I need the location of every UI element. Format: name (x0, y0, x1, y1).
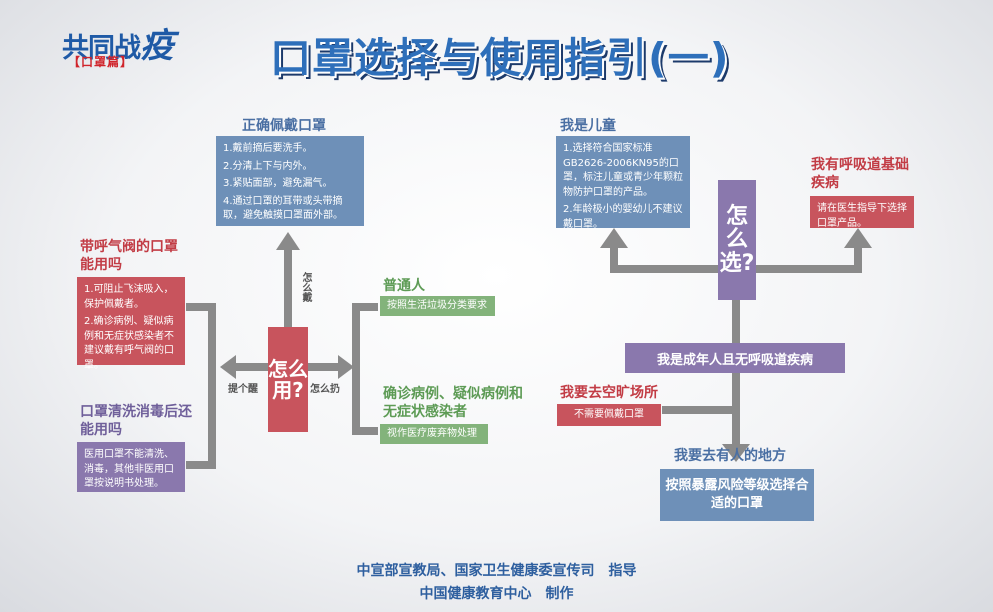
how-to-choose-hub: 怎么选? (718, 180, 756, 300)
logo-title: 共同战疫 (62, 18, 174, 67)
crowded-heading: 我要去有人的地方 (674, 448, 786, 464)
wear-item: 2.分清上下与内外。 (223, 160, 313, 172)
open-area-text: 不需要佩戴口罩 (574, 409, 644, 420)
footer-guidance: 中宣部宣教局、国家卫生健康委宣传司 指导 (356, 563, 637, 579)
wear-item: 4.通过口罩的耳带或头带摘取，避免触摸口罩面外部。 (223, 195, 343, 222)
arrow-to-respiratory (756, 265, 860, 273)
wear-item: 1.戴前摘后要洗手。 (223, 143, 313, 154)
arrow-left-reminder (232, 363, 270, 371)
arrow-to-child-head (600, 228, 628, 248)
arrow-left-reminder-head (220, 355, 236, 379)
confirmed-text: 视作医疗废弃物处理 (387, 428, 477, 439)
confirmed-box: 视作医疗废弃物处理 (380, 424, 488, 444)
logo-title-char: 疫 (140, 26, 174, 66)
child-box: 1.选择符合国家标准GB2626-2006KN95的口罩，标注儿童或青少年颗粒物… (556, 136, 690, 230)
arrow-to-open-area (662, 406, 736, 414)
arrow-to-adult (732, 300, 740, 344)
ordinary-text: 按照生活垃圾分类要求 (387, 300, 487, 311)
wear-box: 1.戴前摘后要洗手。 2.分清上下与内外。 3.紧贴面部，避免漏气。 4.通过口… (216, 136, 364, 226)
how-to-use-hub: 怎么用? (268, 327, 308, 432)
arrow-right-discard-head (338, 355, 354, 379)
logo-title-main: 共同战 (62, 33, 141, 64)
wear-item: 3.紧贴面部，避免漏气。 (223, 178, 333, 189)
wash-text: 医用口罩不能清洗、消毒，其他非医用口罩按说明书处理。 (84, 449, 174, 489)
respiratory-heading: 我有呼吸道基础疾病 (811, 157, 909, 192)
logo-subtitle: 【口罩篇】 (68, 55, 134, 69)
child-item: 2.年龄极小的婴幼儿不建议戴口罩。 (563, 204, 683, 230)
label-how-wear: 怎么戴 (300, 272, 311, 302)
wash-box: 医用口罩不能清洗、消毒，其他非医用口罩按说明书处理。 (77, 442, 185, 492)
child-heading: 我是儿童 (560, 118, 616, 134)
valve-item: 2.确诊病例、疑似病例和无症状感染者不建议戴有呼气阀的口罩。 (84, 316, 174, 371)
arrow-to-child (614, 265, 720, 273)
arrow-to-respiratory-head (844, 228, 872, 248)
label-reminder: 提个醒 (228, 384, 258, 395)
arrow-up-wear-head (276, 232, 300, 250)
open-area-heading: 我要去空旷场所 (560, 385, 658, 401)
arrow-right-discard (306, 363, 342, 371)
arrow-up-wear (284, 248, 292, 328)
label-how-discard: 怎么扔 (310, 384, 340, 395)
arrow-to-crowded-head (722, 444, 750, 462)
wear-heading: 正确佩戴口罩 (242, 118, 326, 134)
valve-heading: 带呼气阀的口罩能用吗 (80, 239, 178, 274)
footer-producer: 中国健康教育中心 制作 (419, 586, 574, 602)
respiratory-box: 请在医生指导下选择口罩产品。 (810, 196, 914, 229)
page-title: 口罩选择与使用指引(一) (270, 34, 730, 82)
wash-heading: 口罩清洗消毒后还能用吗 (80, 404, 192, 439)
bracket-discard (352, 303, 360, 435)
child-item: 1.选择符合国家标准GB2626-2006KN95的口罩，标注儿童或青少年颗粒物… (563, 143, 683, 198)
respiratory-text: 请在医生指导下选择口罩产品。 (817, 203, 907, 229)
valve-box: 1.可阻止飞沫吸入，保护佩戴者。 2.确诊病例、疑似病例和无症状感染者不建议戴有… (77, 277, 185, 371)
open-area-box: 不需要佩戴口罩 (557, 404, 661, 426)
ordinary-box: 按照生活垃圾分类要求 (380, 296, 495, 316)
ordinary-heading: 普通人 (383, 278, 425, 294)
confirmed-heading: 确诊病例、疑似病例和无症状感染者 (383, 386, 523, 421)
crowded-box: 按照暴露风险等级选择合适的口罩 (660, 469, 814, 521)
adult-bar: 我是成年人且无呼吸道疾病 (625, 343, 845, 373)
valve-item: 1.可阻止飞沫吸入，保护佩戴者。 (84, 284, 174, 310)
bracket-reminder (208, 303, 216, 469)
